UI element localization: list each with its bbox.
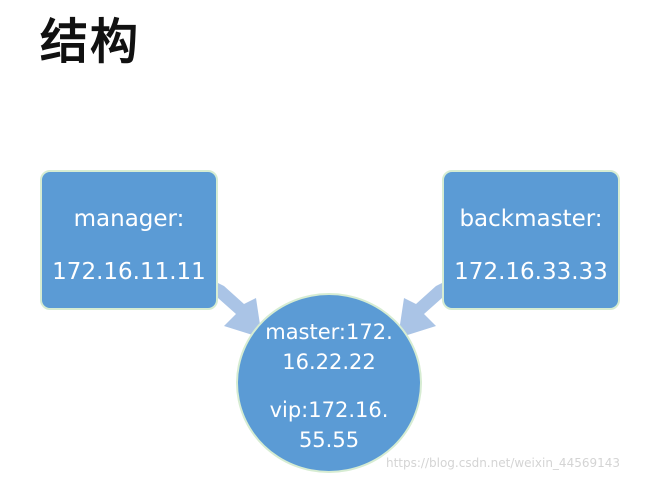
arrow-backmaster-to-master xyxy=(398,283,442,338)
vip-line-1: vip:172.16. xyxy=(269,398,389,422)
vip-address: vip:172.16. 55.55 xyxy=(238,395,420,455)
master-node: master:172. 16.22.22 vip:172.16. 55.55 xyxy=(236,293,422,473)
backmaster-node: backmaster: 172.16.33.33 xyxy=(442,170,620,310)
arrow-manager-to-master xyxy=(218,283,262,338)
master-address: master:172. 16.22.22 xyxy=(238,317,420,377)
backmaster-label: backmaster: xyxy=(459,206,603,232)
master-line-1: master:172. xyxy=(265,320,393,344)
master-line-2: 16.22.22 xyxy=(282,350,376,374)
backmaster-ip: 172.16.33.33 xyxy=(454,259,608,285)
page-title: 结构 xyxy=(40,14,141,70)
manager-node: manager: 172.16.11.11 xyxy=(40,170,218,310)
watermark-text: https://blog.csdn.net/weixin_44569143 xyxy=(386,456,621,470)
vip-line-2: 55.55 xyxy=(298,428,360,452)
manager-label: manager: xyxy=(73,206,185,232)
manager-ip: 172.16.11.11 xyxy=(52,259,206,285)
